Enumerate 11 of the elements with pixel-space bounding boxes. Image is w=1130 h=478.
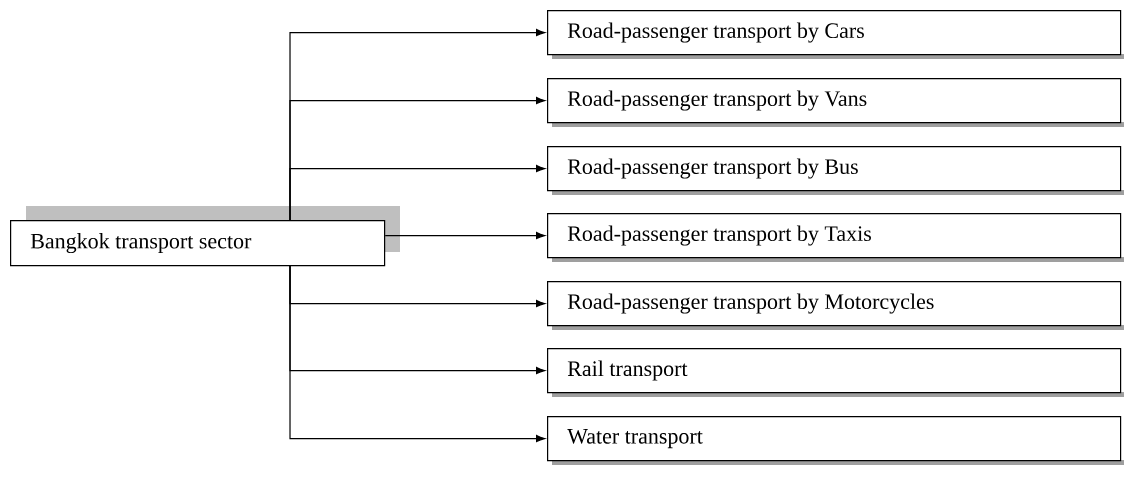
arrow	[289, 264, 546, 443]
sector-box: Bangkok transport sector	[10, 220, 386, 267]
arrow	[384, 232, 546, 240]
category-box: Road-passenger transport by Taxis	[547, 213, 1122, 259]
category-box: Road-passenger transport by Cars	[547, 10, 1122, 56]
category-box: Road-passenger transport by Vans	[547, 78, 1122, 124]
category-box: Rail transport	[547, 348, 1122, 394]
category-box: Road-passenger transport by Motorcycles	[547, 281, 1122, 327]
arrow	[289, 165, 546, 221]
category-box: Road-passenger transport by Bus	[547, 146, 1122, 192]
category-box: Water transport	[547, 416, 1122, 462]
